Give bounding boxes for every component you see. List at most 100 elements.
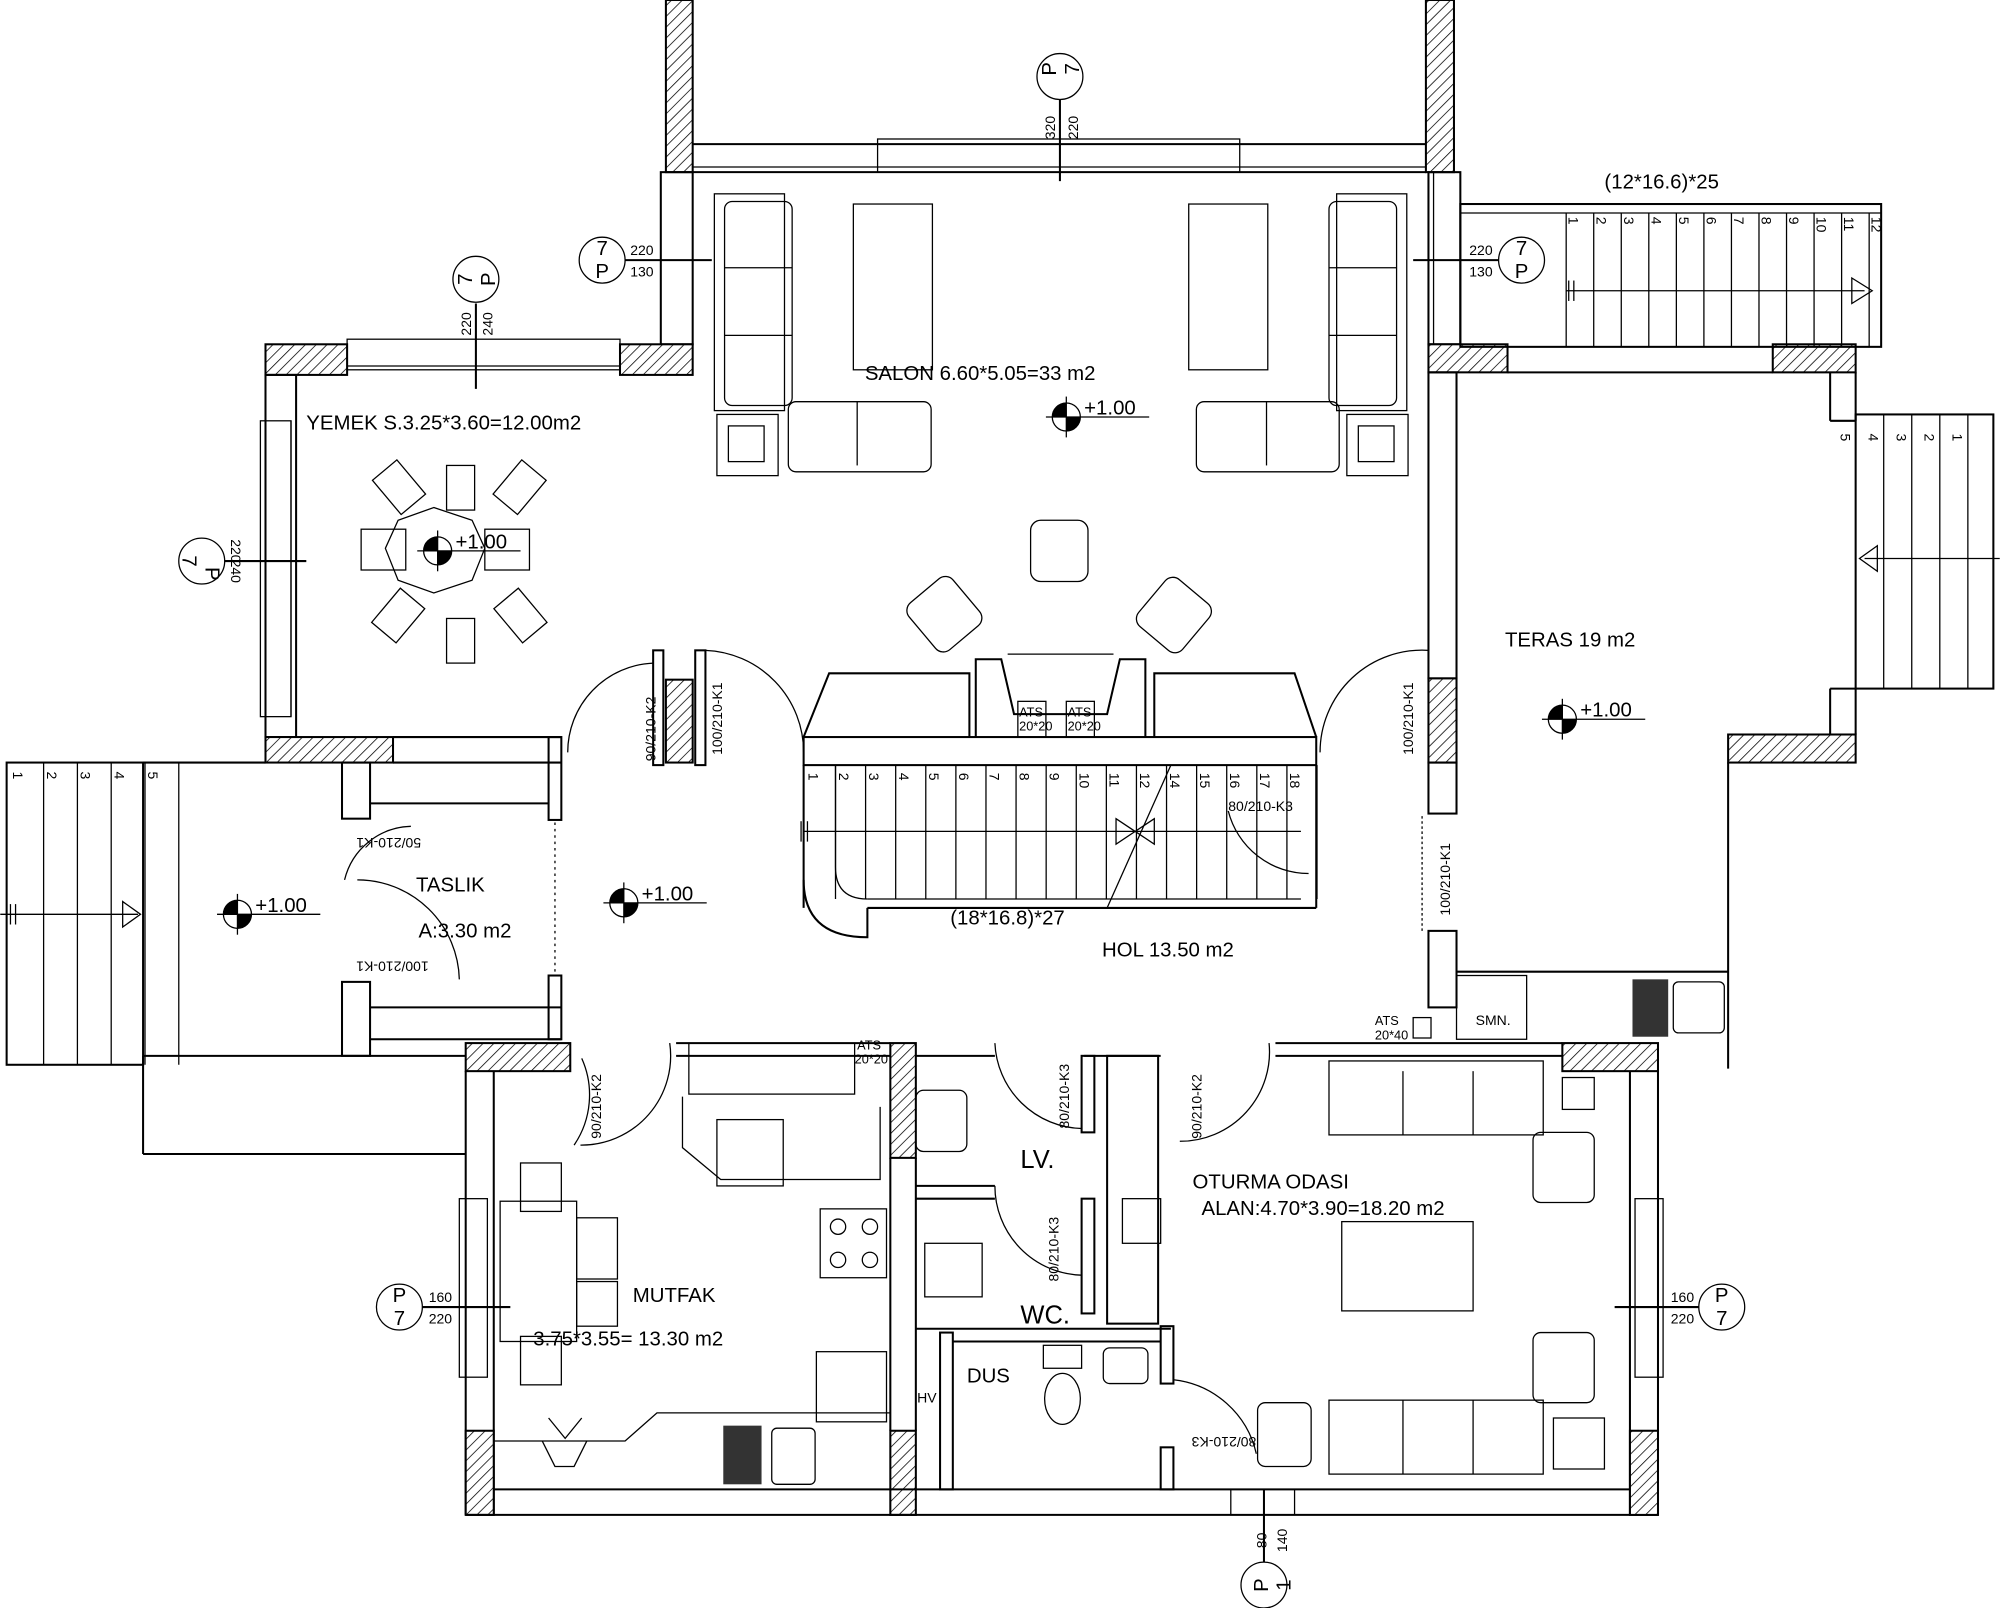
stair-step-number: 14 [1167, 773, 1183, 789]
level-text: +1.00 [642, 883, 694, 905]
room-label-oturma: OTURMA ODASI [1193, 1171, 1349, 1193]
door-label: 100/210-K1 [709, 682, 725, 755]
stair-step-number: 18 [1287, 773, 1303, 789]
stair-step-number: 1 [1566, 217, 1582, 225]
stair-step-number: 5 [145, 771, 161, 779]
ats-size: 20*20 [1019, 719, 1052, 734]
window-tags: P 7 320 220 7 P 220 240 P 7 240 220 7 P … [178, 52, 1746, 1608]
level-text: +1.00 [455, 531, 507, 553]
walls [142, 0, 1857, 1516]
window-tag-h2: 220 [1671, 1311, 1695, 1327]
window-tag-b: 7 [1062, 63, 1084, 74]
window-tag-h1: 220 [458, 312, 474, 336]
window-tag-h2: 220 [429, 1311, 453, 1327]
window-tag-salon-left: 7 P 220 130 [578, 236, 712, 284]
stair-step-number: 2 [1593, 217, 1609, 225]
ats-label: ATS [857, 1037, 881, 1052]
room-label-dus: DUS [967, 1365, 1010, 1387]
level-marker-taslik: +1.00 [217, 893, 321, 935]
window-tag-yemek-left: P 7 240 220 [178, 537, 307, 585]
room-label-taslik: TASLIK [416, 874, 485, 896]
window-tag-b: 7 [1716, 1308, 1727, 1330]
stair-step-number: 6 [1703, 217, 1719, 225]
stair-step-number: 6 [956, 773, 972, 781]
window-tag-mutfak-left: P 7 160 220 [375, 1283, 511, 1331]
room-label-hol: HOL 13.50 m2 [1102, 939, 1234, 961]
door-label: 100/210-K1 [1437, 843, 1453, 916]
window-tag-salon-top: P 7 320 220 [1036, 52, 1084, 182]
stair-step-number: 5 [1676, 217, 1692, 225]
stair-hall-label: (18*16.8)*27 [950, 908, 1065, 930]
room-label-yemek: YEMEK S.3.25*3.60=12.00m2 [306, 413, 581, 435]
level-marker-hol: +1.00 [603, 882, 707, 924]
door-label: 90/210-K2 [588, 1074, 604, 1139]
ats-size: 20*20 [855, 1051, 888, 1066]
stair-step-number: 9 [1786, 217, 1802, 225]
stair-step-number: 17 [1257, 773, 1273, 789]
stair-top-right-label: (12*16.6)*25 [1604, 172, 1719, 194]
window-tag-bottom: P 1 80 140 [1240, 1489, 1296, 1608]
ats-label: ATS [1068, 705, 1092, 720]
window-tag-a: P [1251, 1578, 1273, 1592]
window-tag-b: 7 [178, 555, 200, 566]
stair-step-number: 3 [1621, 217, 1637, 225]
level-text: +1.00 [255, 895, 307, 917]
ats-label: ATS [1375, 1013, 1399, 1028]
window-tag-yemek-top: 7 P 220 240 [452, 255, 500, 389]
door-label: 80/210-K3 [1056, 1064, 1072, 1129]
stair-step-number: 4 [111, 771, 127, 779]
window-tag-h2: 130 [1469, 264, 1493, 280]
window-tag-salon-right: 7 P 220 130 [1413, 236, 1546, 284]
stair-step-number: 10 [1077, 773, 1093, 789]
stair-step-number: 4 [1865, 434, 1881, 442]
stair-step-number: 1 [10, 771, 26, 779]
window-tag-h1: 160 [1671, 1289, 1695, 1305]
door-label: 50/210-K1 [356, 835, 421, 851]
level-marker-yemek: +1.00 [417, 530, 521, 572]
stair-step-number: 8 [1016, 773, 1032, 781]
stair-step-number: 3 [1893, 434, 1909, 442]
level-marker-teras: +1.00 [1541, 698, 1646, 740]
window-tag-b: P [1515, 261, 1529, 283]
window-tag-a: P [201, 567, 223, 581]
window-tag-h2: 220 [228, 539, 244, 563]
furniture [360, 193, 1725, 1485]
level-marker-salon: +1.00 [1045, 396, 1150, 438]
window-tag-h1: 160 [429, 1289, 453, 1305]
stair-step-number: 1 [806, 773, 822, 781]
level-text: +1.00 [1580, 700, 1632, 722]
stair-step-number: 12 [1137, 773, 1153, 789]
level-text: +1.00 [1084, 397, 1136, 419]
room-label-mutfak-area: 3.75*3.55= 13.30 m2 [533, 1328, 723, 1350]
stair-step-number: 11 [1841, 217, 1857, 232]
door-label: 100/210-K1 [1400, 682, 1416, 755]
hv-label: HV [917, 1390, 937, 1406]
window-tag-h1: 220 [1469, 242, 1493, 258]
room-label-teras: TERAS 19 m2 [1505, 630, 1635, 652]
door-label: 100/210-K1 [356, 958, 429, 974]
stair-step-number: 15 [1197, 773, 1213, 789]
door-label: 80/210-K3 [1191, 1434, 1256, 1450]
ats-size: 20*40 [1375, 1027, 1408, 1042]
door-label: 90/210-K2 [643, 696, 659, 761]
room-label-wc: WC. [1020, 1302, 1070, 1330]
window-tag-a: 7 [1516, 238, 1527, 260]
window-tag-b: 1 [1274, 1579, 1296, 1590]
window-tag-h2: 240 [479, 312, 495, 336]
stair-step-number: 3 [78, 771, 94, 779]
window-tag-a: P [393, 1285, 407, 1307]
window-tag-b: P [478, 272, 500, 286]
window-tag-h2: 220 [1065, 116, 1081, 140]
stair-step-number: 7 [986, 773, 1002, 781]
door-label: 80/210-K3 [1228, 798, 1293, 814]
smn-label: SMN. [1476, 1012, 1511, 1028]
door-labels: 90/210-K2 100/210-K1 100/210-K1 80/210-K… [356, 682, 1453, 1450]
room-label-mutfak: MUTFAK [633, 1285, 716, 1307]
window-tag-a: P [1039, 62, 1061, 76]
window-tag-h1: 320 [1042, 116, 1058, 140]
room-label-lv: LV. [1020, 1146, 1054, 1174]
